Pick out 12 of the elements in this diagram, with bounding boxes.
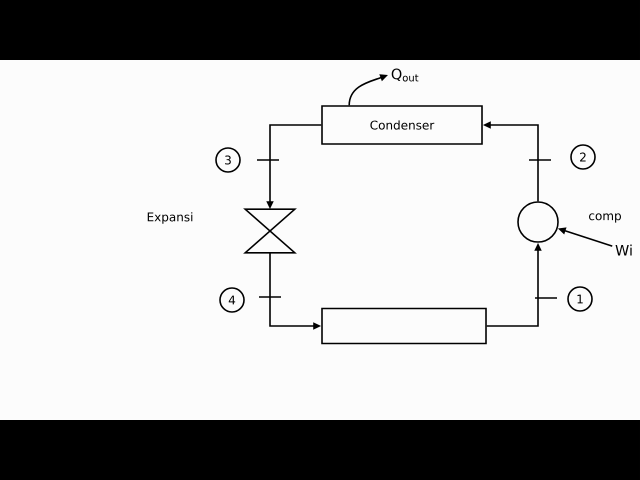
component-label: comp: [589, 213, 621, 223]
evaporator-box: [321, 308, 487, 344]
component-label: Expansi: [148, 212, 192, 224]
state-number: 4: [219, 287, 245, 313]
state-number: 1: [567, 286, 593, 312]
work-label: Wi: [616, 244, 632, 256]
heat-label: Q$_{out}$: [392, 68, 418, 82]
compressor-circle: [517, 201, 559, 243]
valve-symbol: [243, 208, 297, 254]
state-number: 3: [215, 147, 241, 173]
condenser-box: Condenser: [321, 105, 483, 145]
state-number: 2: [570, 144, 596, 170]
